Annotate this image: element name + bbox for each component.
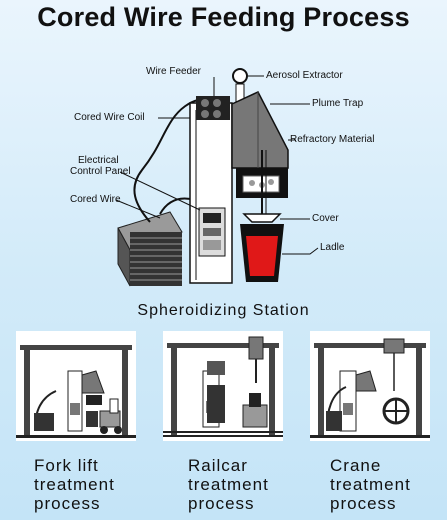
spheroidizing-station-diagram xyxy=(115,68,319,287)
label-cored-wire-coil: Cored Wire Coil xyxy=(74,112,145,123)
label-plume-trap: Plume Trap xyxy=(312,98,364,109)
station-label: Spheroidizing Station xyxy=(137,302,310,319)
page-title: Cored Wire Feeding Process xyxy=(37,2,410,32)
label-aerosol-extractor: Aerosol Extractor xyxy=(266,70,343,81)
label-cover: Cover xyxy=(312,213,339,224)
label-wire-feeder: Wire Feeder xyxy=(146,66,202,77)
label-control-panel: Control Panel xyxy=(70,166,131,177)
forklift-illustration xyxy=(16,345,136,438)
process-caption-forklift: Fork lift treatment process xyxy=(34,456,115,513)
label-cored-wire: Cored Wire xyxy=(70,194,121,205)
aerosol-extractor xyxy=(232,68,248,105)
railcar-illustration xyxy=(163,336,283,437)
wire-feeder xyxy=(196,96,230,120)
panel-crane xyxy=(310,331,430,441)
cored-wire-coil-block xyxy=(117,211,183,287)
ladle xyxy=(240,224,284,282)
cover xyxy=(242,213,282,223)
label-refractory-material: Refractory Material xyxy=(290,134,375,145)
electrical-control-panel xyxy=(198,207,226,257)
crane-illustration xyxy=(310,338,430,438)
process-caption-crane: Crane treatment process xyxy=(330,456,411,513)
panel-forklift xyxy=(16,331,136,441)
label-ladle: Ladle xyxy=(320,242,345,253)
plume-trap xyxy=(231,91,289,169)
label-electrical: Electrical xyxy=(78,155,119,166)
panel-railcar xyxy=(163,331,283,441)
process-caption-railcar: Railcar treatment process xyxy=(188,456,269,513)
